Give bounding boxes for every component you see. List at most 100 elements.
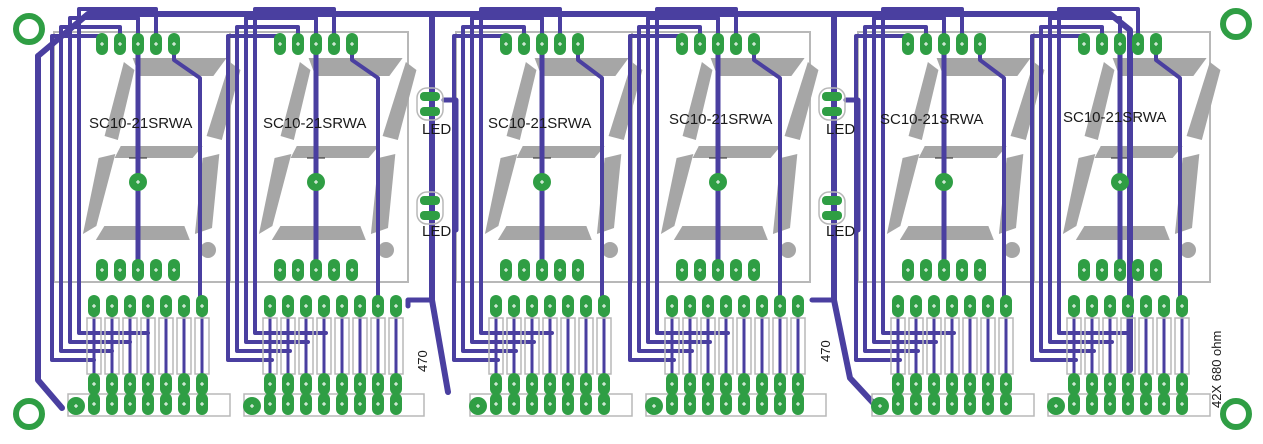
trace <box>872 16 946 344</box>
pad-mark <box>164 382 168 386</box>
pad-mark <box>136 268 140 272</box>
pad-mark <box>296 42 300 46</box>
segment <box>82 154 116 234</box>
pad-mark <box>530 304 534 308</box>
pad-mark <box>304 402 308 406</box>
pad-mark <box>358 304 362 308</box>
pad-mark <box>304 382 308 386</box>
pad-mark <box>734 42 738 46</box>
pad-mark <box>1072 402 1076 406</box>
pad-mark <box>530 382 534 386</box>
pad-mark <box>716 268 720 272</box>
pad-mark <box>968 402 972 406</box>
pad-mark <box>494 402 498 406</box>
pad-mark <box>358 402 362 406</box>
pad-mark <box>512 402 516 406</box>
pad-mark <box>932 304 936 308</box>
via-mark <box>1054 404 1058 408</box>
pad-mark <box>118 268 122 272</box>
pad-mark <box>1090 382 1094 386</box>
via-mark <box>314 180 318 184</box>
segment <box>370 154 396 234</box>
pad-mark <box>110 402 114 406</box>
via-mark <box>250 404 254 408</box>
pad-mark <box>602 382 606 386</box>
pad-mark <box>978 42 982 46</box>
led-pad <box>822 107 842 116</box>
segment <box>280 62 311 140</box>
pad-mark <box>350 268 354 272</box>
mounting-hole <box>13 13 45 45</box>
via-mark <box>540 180 544 184</box>
trace <box>77 7 158 335</box>
led-pad <box>822 211 842 220</box>
segment <box>516 146 605 158</box>
pad-mark <box>278 268 282 272</box>
pad-mark <box>968 304 972 308</box>
segment <box>908 62 939 140</box>
pad-mark <box>164 304 168 308</box>
pad-mark <box>268 402 272 406</box>
pad-mark <box>742 382 746 386</box>
led-3-label: LED <box>826 121 855 138</box>
pad-mark <box>932 402 936 406</box>
pad-mark <box>558 42 562 46</box>
pad-mark <box>110 304 114 308</box>
led-body <box>818 87 846 121</box>
pad-mark <box>760 304 764 308</box>
pad-mark <box>146 402 150 406</box>
pad-mark <box>286 382 290 386</box>
pad-mark <box>530 402 534 406</box>
pad-mark <box>504 268 508 272</box>
trace <box>470 16 544 344</box>
pad-mark <box>1004 382 1008 386</box>
decimal-point <box>780 242 796 258</box>
segment <box>918 146 1007 158</box>
pad-mark <box>896 402 900 406</box>
segment <box>114 146 203 158</box>
pad-mark <box>706 304 710 308</box>
pad-mark <box>164 402 168 406</box>
mounting-hole <box>1220 8 1252 40</box>
pad-mark <box>494 382 498 386</box>
decimal-point <box>602 242 618 258</box>
pad-mark <box>268 304 272 308</box>
pad-mark <box>332 42 336 46</box>
decimal-point <box>378 242 394 258</box>
pad-mark <box>576 268 580 272</box>
pad-mark <box>118 42 122 46</box>
mounting-hole <box>1220 398 1252 430</box>
via-mark <box>878 404 882 408</box>
pad-mark <box>1072 382 1076 386</box>
pad-mark <box>512 382 516 386</box>
pad-mark <box>332 268 336 272</box>
led-4-label: LED <box>826 223 855 240</box>
segment <box>132 58 227 76</box>
trace <box>235 25 300 353</box>
pad-mark <box>92 382 96 386</box>
pad-mark <box>548 382 552 386</box>
pad-mark <box>1136 42 1140 46</box>
pad-mark <box>924 42 928 46</box>
pad-mark <box>670 304 674 308</box>
segment <box>382 62 417 140</box>
trace <box>831 11 879 409</box>
pad-mark <box>154 42 158 46</box>
pad-mark <box>110 382 114 386</box>
mounting-hole <box>13 398 45 430</box>
via-mark <box>74 404 78 408</box>
pad-mark <box>1118 268 1122 272</box>
pad-mark <box>1100 268 1104 272</box>
pad-mark <box>200 402 204 406</box>
display-6-label: SC10-21SRWA <box>1063 109 1166 126</box>
display-3-label: SC10-21SRWA <box>488 115 591 132</box>
pad-mark <box>796 304 800 308</box>
resistor-2-label: 470 <box>818 340 833 362</box>
pad-mark <box>960 268 964 272</box>
pad-mark <box>1162 382 1166 386</box>
pad-mark <box>796 402 800 406</box>
pad-mark <box>566 304 570 308</box>
pad-mark <box>906 268 910 272</box>
pad-mark <box>1180 304 1184 308</box>
pad-mark <box>1144 402 1148 406</box>
